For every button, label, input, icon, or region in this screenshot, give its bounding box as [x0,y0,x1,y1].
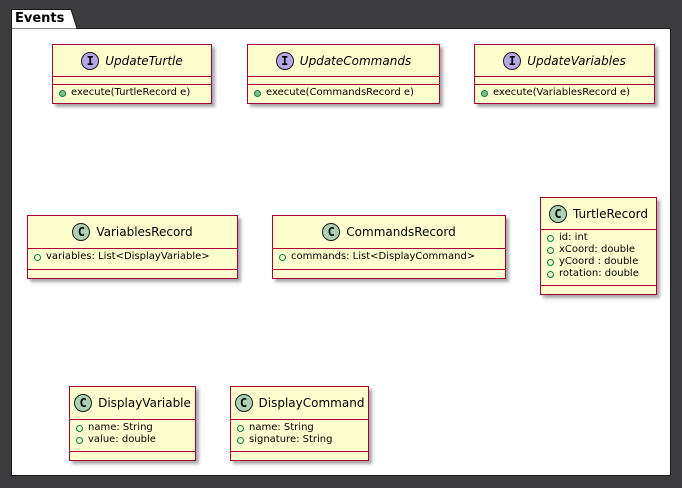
class-header: I UpdateCommands [248,45,439,77]
field-row: name: String [237,422,368,434]
class-box-updatecommands: I UpdateCommands execute(CommandsRecord e) [247,44,440,104]
field-row: rotation: double [547,268,656,280]
field-text: yCoord : double [559,256,639,267]
public-visibility-icon [279,253,286,261]
field-text: rotation: double [559,268,639,279]
public-visibility-icon [547,234,554,242]
public-visibility-icon [237,424,244,432]
class-name: UpdateVariables [527,53,626,68]
class-methods: execute(TurtleRecord e) [53,85,211,103]
interface-icon: I [275,51,294,70]
class-methods [273,270,505,278]
class-header: C DisplayVariable [70,387,195,420]
field-text: id: int [559,232,588,243]
method-row: execute(TurtleRecord e) [59,87,211,99]
class-box-updateturtle: I UpdateTurtle execute(TurtleRecord e) [52,44,212,104]
class-methods [541,286,656,294]
public-visibility-icon [254,89,261,97]
class-header: C CommandsRecord [273,216,505,249]
class-box-updatevariables: I UpdateVariables execute(VariablesRecord … [474,44,655,104]
public-visibility-icon [237,436,244,444]
public-visibility-icon [76,436,83,444]
field-text: value: double [88,434,156,445]
field-row: xCoord: double [547,244,656,256]
method-text: execute(VariablesRecord e) [493,87,631,98]
public-visibility-icon [481,89,488,97]
field-text: commands: List<DisplayCommand> [291,251,476,262]
class-header: C DisplayCommand [231,387,368,420]
field-text: name: String [88,422,153,433]
class-methods [231,452,368,460]
class-header: C TurtleRecord [541,198,656,230]
field-text: signature: String [249,434,333,445]
class-name: CommandsRecord [346,225,456,239]
class-name: UpdateCommands [299,53,412,68]
class-name: DisplayCommand [258,396,365,410]
field-row: commands: List<DisplayCommand> [279,251,505,263]
field-row: signature: String [237,434,368,446]
field-row: id: int [547,232,656,244]
class-icon: C [234,394,253,412]
class-fields: variables: List<DisplayVariable> [28,249,237,270]
class-fields [475,77,654,85]
field-row: value: double [76,434,195,446]
class-name: UpdateTurtle [105,53,183,68]
class-header: I UpdateTurtle [53,45,211,77]
public-visibility-icon [547,246,554,254]
method-text: execute(TurtleRecord e) [71,87,191,98]
class-name: VariablesRecord [96,225,193,239]
method-text: execute(CommandsRecord e) [266,87,414,98]
method-row: execute(VariablesRecord e) [481,87,654,99]
public-visibility-icon [547,270,554,278]
class-methods: execute(CommandsRecord e) [248,85,439,103]
class-header: C VariablesRecord [28,216,237,249]
public-visibility-icon [59,89,66,97]
class-box-variablesrecord: C VariablesRecord variables: List<DisplayV… [27,215,238,279]
public-visibility-icon [76,424,83,432]
field-text: name: String [249,422,314,433]
class-fields: commands: List<DisplayCommand> [273,249,505,270]
class-icon: C [322,223,341,241]
interface-icon: I [81,51,100,70]
class-icon: C [549,204,568,223]
class-box-commandsrecord: C CommandsRecord commands: List<DisplayCom… [272,215,506,279]
class-icon: C [72,223,91,241]
class-methods [28,270,237,278]
class-methods [70,452,195,460]
class-methods: execute(VariablesRecord e) [475,85,654,103]
package-tab: Events [11,9,81,29]
class-icon: C [74,394,93,412]
package-name: Events [15,11,65,26]
class-name: DisplayVariable [98,396,191,410]
public-visibility-icon [547,258,554,266]
class-fields [53,77,211,85]
field-row: name: String [76,422,195,434]
method-row: execute(CommandsRecord e) [254,87,439,99]
field-row: yCoord : double [547,256,656,268]
class-name: TurtleRecord [573,206,648,221]
field-text: xCoord: double [559,244,636,255]
field-text: variables: List<DisplayVariable> [46,251,210,262]
public-visibility-icon [34,253,41,261]
class-fields [248,77,439,85]
field-row: variables: List<DisplayVariable> [34,251,237,263]
class-header: I UpdateVariables [475,45,654,77]
interface-icon: I [503,51,522,70]
